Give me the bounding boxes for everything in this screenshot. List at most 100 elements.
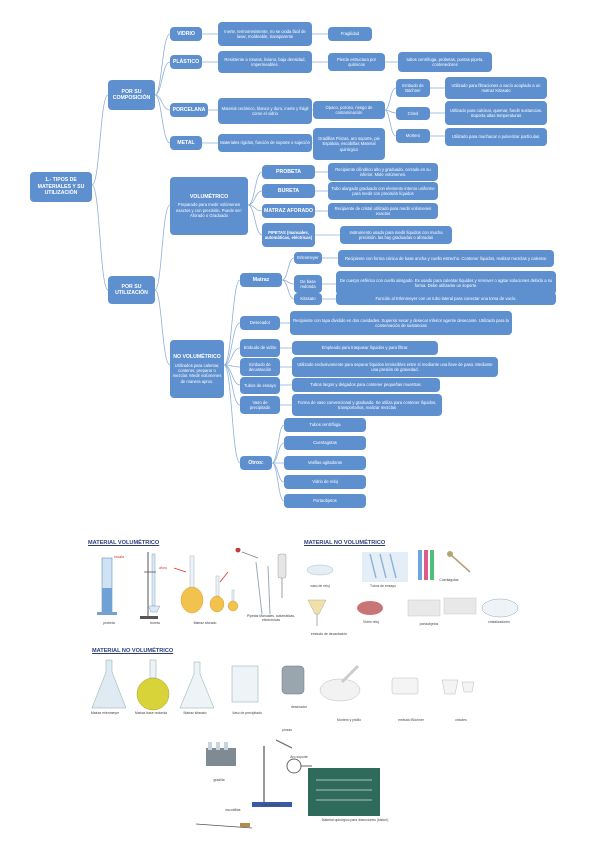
desecador-illustration bbox=[281, 665, 305, 695]
erlenmeyer-illustration bbox=[91, 659, 127, 709]
embudo-vidrio-use: Empleado para traspasar líquidos y para … bbox=[292, 341, 438, 355]
caption-pinzas: pinzas bbox=[282, 728, 292, 732]
no-volumetrico-card: NO VOLUMÉTRICO Utilizados para calentar,… bbox=[170, 340, 224, 398]
otros-item-1: Cuentagotas bbox=[284, 436, 366, 450]
quirurgico-illustration bbox=[308, 768, 380, 816]
cuentagotas-illustration bbox=[418, 550, 471, 580]
base-redonda-use: De cuerpo esférico con cuello alargado. … bbox=[336, 271, 556, 295]
caption-embudo-decantacion: embudo de decantación bbox=[310, 632, 348, 636]
probeta-illustration bbox=[97, 557, 117, 615]
caption-escobillas: escobillas bbox=[225, 808, 241, 812]
vidrio-desc: Inerte, termorresistente, no se oxida fá… bbox=[218, 22, 312, 46]
vol-gallery-title: MATERIAL VOLUMÉTRICO bbox=[88, 540, 160, 546]
otros-item-4: Portaobjetos bbox=[284, 494, 366, 508]
no-volumetrico-title: NO VOLUMÉTRICO bbox=[173, 354, 221, 361]
caption-probeta: probeta bbox=[103, 621, 115, 625]
otros-item-3: Vidrio de reloj bbox=[284, 475, 366, 489]
caption-aro-soporte: Aro soporte bbox=[290, 755, 308, 759]
buchner-illustration bbox=[391, 677, 419, 695]
caption-bureta: bureta bbox=[150, 621, 160, 625]
gradilla-illustration bbox=[206, 742, 236, 766]
bureta-use: Tubo alargado graduado con elemento inte… bbox=[328, 182, 438, 200]
plastico-uses: tubos centrifuga, probetas, puntas pipet… bbox=[398, 52, 492, 72]
volumetrico-card: VOLUMÉTRICO Preparado para medir volúmen… bbox=[170, 177, 248, 235]
porcelana-prop: Opaco, poroso, riesgo de contaminación bbox=[313, 101, 385, 119]
crisoles-illustration bbox=[441, 679, 475, 695]
probeta-use: Recipiente cilíndrico alto y graduado, c… bbox=[328, 163, 438, 181]
caption-vidrio-reloj: Vidrio reloj bbox=[363, 620, 379, 624]
erlenmeyer-use: Recipiente con forma cónica de base anch… bbox=[338, 250, 554, 267]
crisol-use: Utilizado para calcinar, quemar, fundir … bbox=[445, 101, 547, 125]
vol-mark-escala: escala bbox=[114, 555, 124, 559]
metal-illustrations bbox=[196, 739, 380, 829]
volumetrico-desc: Preparado para medir volúmenes exactos y… bbox=[175, 202, 243, 218]
buchner-node: Embudo de Büchner bbox=[396, 79, 430, 97]
pie-soporte-illustration bbox=[252, 746, 292, 807]
kitasato-illustration bbox=[179, 661, 215, 709]
pinzas-illustration bbox=[275, 739, 293, 749]
novol-illustrations-2 bbox=[91, 659, 475, 711]
plastico-prop: Pierde estructura por químicos bbox=[328, 53, 385, 71]
tubos-ensayo-illustration bbox=[362, 552, 408, 582]
metal-desc: Materiales rígidos, función de soporte o… bbox=[218, 134, 312, 152]
caption-kitasato: Matraz kitasato bbox=[183, 711, 207, 715]
plastico-desc: Resistente a roturas, liviano, baja dens… bbox=[218, 51, 312, 73]
embudo-vidrio-node: Embudo de vidrio bbox=[240, 339, 280, 357]
vaso-precipitado-node: Vaso de precipitado bbox=[240, 396, 280, 414]
tubos-ensayo-use: Tubos largos y delgados para contener pe… bbox=[292, 378, 440, 392]
vol-illustrations bbox=[97, 548, 287, 619]
desecador-node: Desecador bbox=[240, 316, 280, 330]
matraz-aforado-node: MATRAZ AFORADO bbox=[262, 204, 315, 218]
embudo-decantacion-use: Utilizado exclusivamente para separar lí… bbox=[292, 357, 498, 377]
novol-gallery-title-1: MATERIAL NO VOLUMÉTRICO bbox=[304, 540, 386, 546]
vaso-reloj-illustration bbox=[306, 564, 334, 576]
caption-vaso-reloj: vaso de reloj bbox=[310, 584, 330, 588]
pipetas-node: PIPETAS (manuales, automáticas, eléctric… bbox=[262, 223, 315, 247]
caption-matraz-aforado: Matraz aforado bbox=[193, 621, 217, 625]
caption-mortero: Mortero y pistilo bbox=[337, 718, 361, 722]
caption-pie-soporte: Pie soporte bbox=[262, 803, 280, 807]
vaso-precipitado-use: Forma de vaso convencional y graduado. S… bbox=[292, 394, 442, 416]
caption-tubos-ensayo: Tubos de ensayo bbox=[370, 584, 396, 588]
caption-gradilla: gradilla bbox=[213, 778, 225, 782]
caption-pipetas: Pipetas Manuales, automáticas, electróni… bbox=[246, 614, 296, 622]
otros-item-2: Varillas agitadoras bbox=[284, 456, 366, 470]
kitasato-use: Función al Erlenmeyer con un tubo latera… bbox=[336, 292, 556, 305]
vidrio-prop: Fragilidad bbox=[328, 27, 372, 41]
pipetas-use: Instrumento usado para medir líquidos co… bbox=[340, 226, 452, 244]
porcelana-node: PORCELANA bbox=[170, 103, 208, 117]
composicion-node: POR SU COMPOSICIÓN bbox=[108, 80, 155, 110]
caption-base-redonda: Matraz base redonda bbox=[134, 711, 168, 715]
caption-cuentagotas: Cuentagotas bbox=[439, 578, 459, 582]
embudo-decantacion-illustration bbox=[307, 599, 327, 626]
crisol-node: Crisol bbox=[396, 107, 430, 120]
caption-portaobjetos: portaobjetos bbox=[419, 622, 439, 626]
mortero-illustration bbox=[319, 664, 361, 702]
vidrio-reloj-illustration bbox=[357, 601, 383, 615]
matraz-node: Matraz bbox=[240, 273, 282, 287]
embudo-decantacion-node: Embudo de decantación bbox=[240, 358, 280, 376]
caption-buchner: embudo Büchner bbox=[398, 718, 424, 722]
desecador-use: Recipiente con tapa dividido en dos cavi… bbox=[290, 311, 512, 335]
metal-prop: Gradillas Pinzas, aro soporte, pie Espát… bbox=[313, 128, 385, 160]
caption-quirurgico: Material quirúrgico para disecciones (bi… bbox=[321, 818, 389, 822]
caption-crisoles: crisoles bbox=[455, 718, 467, 722]
mortero-use: Utilizado para machacar o pulverizar par… bbox=[445, 128, 547, 146]
caption-desecador: desecador bbox=[291, 705, 307, 709]
pipetas-illustration bbox=[235, 548, 287, 615]
novol-illustrations-1 bbox=[306, 550, 519, 626]
otros-node: Otros: bbox=[240, 456, 272, 470]
caption-erlenmeyer: Matraz erlenmeyer bbox=[90, 711, 120, 715]
base-redonda-illustration bbox=[136, 659, 170, 711]
matraz-aforado-illustration bbox=[173, 555, 239, 614]
kitasato-node: Kitasato bbox=[294, 293, 322, 305]
escobillas-illustration bbox=[196, 823, 253, 829]
bureta-illustration bbox=[140, 552, 161, 619]
base-redonda-node: De base redonda bbox=[294, 275, 322, 293]
volumetrico-title: VOLUMÉTRICO bbox=[189, 193, 229, 200]
vidrio-node: VIDRIO bbox=[170, 27, 202, 41]
root-node: 1.- TIPOS DE MATERIALES Y SU UTILIZACIÓN bbox=[30, 172, 92, 202]
tubos-ensayo-node: Tubos de ensayo bbox=[240, 377, 280, 394]
caption-cristalizadores: cristalizadores bbox=[488, 620, 510, 624]
caption-vaso-precipitado: Vaso de precipitado bbox=[232, 711, 262, 715]
